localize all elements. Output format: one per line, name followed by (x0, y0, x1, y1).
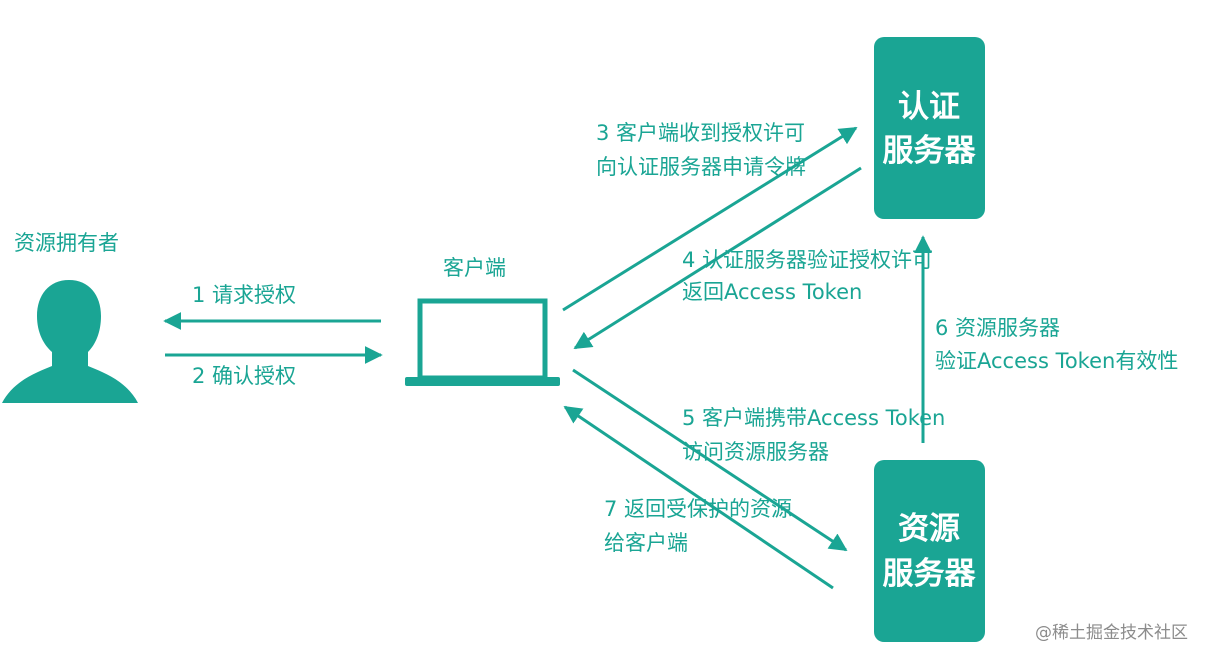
step-5-label-line2: 访问资源服务器 (682, 440, 829, 464)
step-6-label-line1: 6 资源服务器 (935, 316, 1060, 340)
resource-server-line1: 资源 (898, 511, 960, 547)
auth-server-line2: 服务器 (883, 133, 977, 169)
step-1-label: 1 请求授权 (192, 283, 296, 307)
auth-server-box: 认证 服务器 (874, 37, 985, 219)
step-4-label-line2: 返回Access Token (682, 280, 862, 304)
step-3-label-line1: 3 客户端收到授权许可 (596, 121, 805, 145)
owner-label: 资源拥有者 (14, 231, 119, 255)
resource-server-box: 资源 服务器 (874, 460, 985, 642)
person-icon (2, 280, 138, 403)
step-7-label-line2: 给客户端 (604, 531, 688, 555)
laptop-icon (405, 298, 560, 386)
step-5-label-line1: 5 客户端携带Access Token (682, 406, 945, 430)
step-7-label-line1: 7 返回受保护的资源 (604, 497, 792, 521)
step-3-label-line2: 向认证服务器申请令牌 (596, 155, 806, 179)
arrow-step-3 (562, 126, 858, 312)
arrow-step-5 (572, 368, 848, 552)
client-label: 客户端 (443, 256, 506, 280)
step-6-label-line2: 验证Access Token有效性 (935, 349, 1178, 373)
step-4-label-line1: 4 认证服务器验证授权许可 (682, 248, 933, 272)
arrow-step-4 (573, 166, 862, 350)
step-2-label: 2 确认授权 (192, 364, 296, 388)
resource-server-line2: 服务器 (883, 556, 977, 592)
arrow-step-7 (563, 405, 834, 590)
auth-server-line1: 认证 (898, 89, 960, 125)
watermark: @稀土掘金技术社区 (1035, 623, 1188, 643)
